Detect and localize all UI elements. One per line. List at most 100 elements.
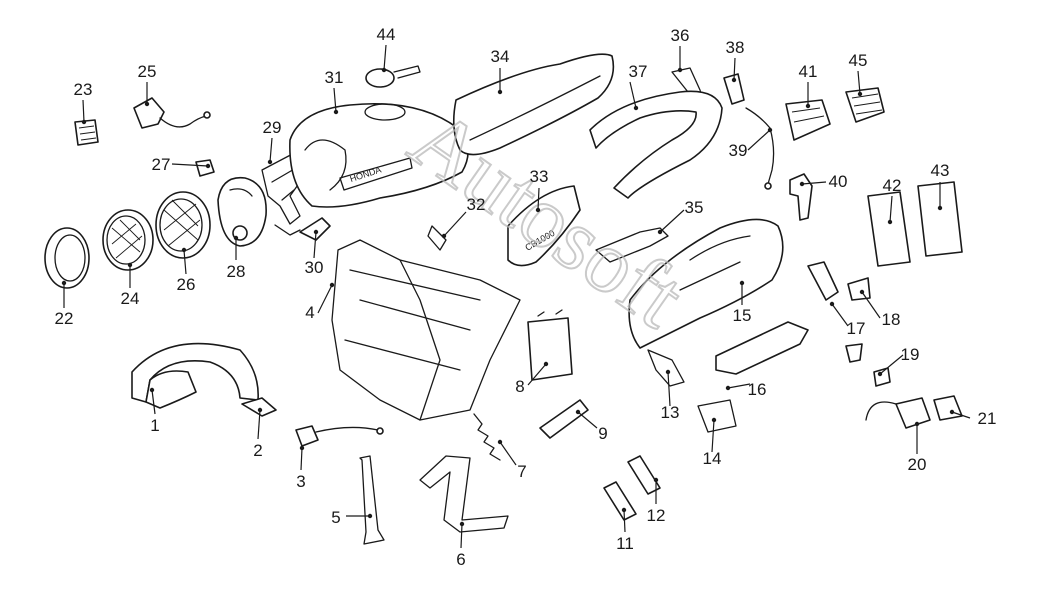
leader-dot-14 xyxy=(711,417,717,423)
leader-dot-21 xyxy=(949,409,955,415)
callout-24: 24 xyxy=(121,289,140,308)
callout-6: 6 xyxy=(456,550,465,569)
watermark: Autosoft xyxy=(393,91,701,347)
leader-dot-17 xyxy=(829,301,835,307)
leader-dot-40 xyxy=(799,181,805,187)
part-23-side-reflector xyxy=(74,119,99,146)
callout-37: 37 xyxy=(629,62,648,81)
callout-41: 41 xyxy=(799,62,818,81)
callout-18: 18 xyxy=(882,310,901,329)
callout-42: 42 xyxy=(883,176,902,195)
callout-labels: 1 2 3 4 5 6 7 8 9 11 12 13 14 15 16 17 1… xyxy=(55,25,997,569)
leader-dot-20 xyxy=(914,421,920,427)
callout-2: 2 xyxy=(253,441,262,460)
part-45-lens xyxy=(845,87,885,123)
part-4-main-frame xyxy=(331,239,521,421)
callout-25: 25 xyxy=(138,62,157,81)
part-13-stay xyxy=(647,349,685,387)
callout-40: 40 xyxy=(829,172,848,191)
leader-line-14 xyxy=(711,419,715,453)
leader-dot-43 xyxy=(937,205,943,211)
callout-8: 8 xyxy=(515,377,524,396)
leader-lines xyxy=(61,44,971,549)
part-42-plate xyxy=(867,191,911,267)
leader-line-45 xyxy=(857,70,861,95)
leader-dot-31 xyxy=(333,109,339,115)
leader-line-26 xyxy=(183,249,187,275)
leader-dot-39 xyxy=(767,127,773,133)
leader-dot-26 xyxy=(181,247,187,253)
part-25-front-turn-signal xyxy=(133,97,211,129)
part-11-footrest xyxy=(603,481,637,521)
leader-line-21 xyxy=(951,411,971,419)
callout-44: 44 xyxy=(377,25,396,44)
callout-20: 20 xyxy=(908,455,927,474)
part-43-plate xyxy=(917,181,963,257)
leader-dot-28 xyxy=(233,235,239,241)
part-27-cap xyxy=(195,159,215,177)
callout-34: 34 xyxy=(491,47,510,66)
leader-line-40 xyxy=(801,181,827,185)
callout-1: 1 xyxy=(150,416,159,435)
part-5-side-stand xyxy=(359,455,385,545)
leader-dot-16 xyxy=(725,385,731,391)
callout-5: 5 xyxy=(331,508,340,527)
leader-dot-36 xyxy=(677,67,683,73)
leader-dot-15 xyxy=(739,280,745,286)
leader-line-33 xyxy=(537,187,540,211)
leader-dot-30 xyxy=(313,229,319,235)
leader-dot-44 xyxy=(381,67,387,73)
part-18-bracket xyxy=(847,277,871,301)
callout-38: 38 xyxy=(726,38,745,57)
leader-line-37 xyxy=(629,81,637,109)
leader-dot-24 xyxy=(127,262,133,268)
part-32-bolt xyxy=(427,225,447,251)
part-1-front-fender xyxy=(131,342,259,409)
leader-dot-41 xyxy=(805,103,811,109)
leader-dot-32 xyxy=(441,233,447,239)
part-22-headlight-rim xyxy=(44,227,90,289)
part-40-bracket xyxy=(789,173,813,221)
leader-dot-42 xyxy=(887,219,893,225)
leader-dot-35 xyxy=(657,229,663,235)
leader-dot-11 xyxy=(621,507,627,513)
part-2-fender-bracket xyxy=(241,397,277,417)
callout-19: 19 xyxy=(901,345,920,364)
leader-line-6 xyxy=(460,523,463,549)
leader-line-31 xyxy=(333,87,337,113)
part-35-frame-section xyxy=(595,227,669,263)
part-17-reflector xyxy=(807,261,839,301)
callout-17: 17 xyxy=(847,319,866,338)
leader-dot-6 xyxy=(459,521,465,527)
leader-dot-2 xyxy=(257,407,263,413)
leader-line-35 xyxy=(659,209,685,233)
callout-30: 30 xyxy=(305,258,324,277)
leader-dot-38 xyxy=(731,77,737,83)
callout-32: 32 xyxy=(467,195,486,214)
part-33-side-cover xyxy=(507,185,581,267)
leader-line-4 xyxy=(317,284,333,314)
leader-dot-29 xyxy=(267,159,273,165)
callout-7: 7 xyxy=(517,462,526,481)
leader-line-27 xyxy=(171,163,209,167)
leader-dot-7 xyxy=(497,439,503,445)
callout-21: 21 xyxy=(978,409,997,428)
part-16-chain-case xyxy=(715,321,809,375)
callout-35: 35 xyxy=(685,198,704,217)
part-21-lens xyxy=(933,395,963,421)
part-26-headlight-unit xyxy=(155,191,211,259)
callout-4: 4 xyxy=(305,303,314,322)
leader-dot-12 xyxy=(653,477,659,483)
leader-dot-19 xyxy=(877,371,883,377)
part-9-bracket xyxy=(539,399,589,439)
part-15-rear-fender xyxy=(628,218,784,349)
leader-dot-13 xyxy=(665,369,671,375)
leader-dot-37 xyxy=(633,105,639,111)
leader-dot-23 xyxy=(81,119,87,125)
leader-line-16 xyxy=(727,383,751,389)
leader-line-18 xyxy=(861,291,881,319)
part-7-spring xyxy=(473,413,501,461)
leader-line-13 xyxy=(667,371,671,407)
leader-line-3 xyxy=(300,447,303,471)
